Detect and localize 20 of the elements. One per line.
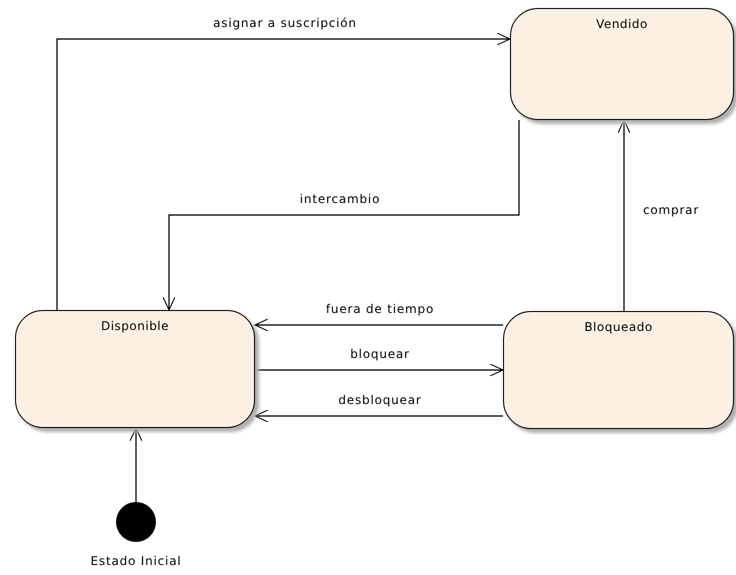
state-box bbox=[510, 8, 734, 120]
transition-arrow bbox=[254, 318, 503, 332]
initial-state-dot bbox=[116, 502, 156, 542]
state-name: Disponible bbox=[100, 319, 170, 333]
transition-label: intercambio bbox=[298, 192, 382, 206]
state-box bbox=[15, 310, 255, 428]
transition-arrow bbox=[255, 364, 504, 376]
state-box bbox=[503, 311, 734, 429]
transition-label: bloquear bbox=[349, 347, 411, 361]
transition-arrow bbox=[618, 120, 630, 311]
state-name: Vendido bbox=[595, 17, 649, 31]
transition-label: asignar a suscripción bbox=[212, 16, 358, 30]
transition-arrow bbox=[254, 410, 503, 422]
transition-label: desbloquear bbox=[337, 393, 423, 407]
transition-arrow bbox=[162, 120, 520, 310]
state-caption: Estado Inicial bbox=[90, 554, 182, 568]
state-name: Bloqueado bbox=[583, 320, 654, 334]
transition-label: fuera de tiempo bbox=[324, 302, 436, 316]
transition-arrow bbox=[130, 428, 142, 502]
transition-arrow bbox=[56, 32, 510, 310]
